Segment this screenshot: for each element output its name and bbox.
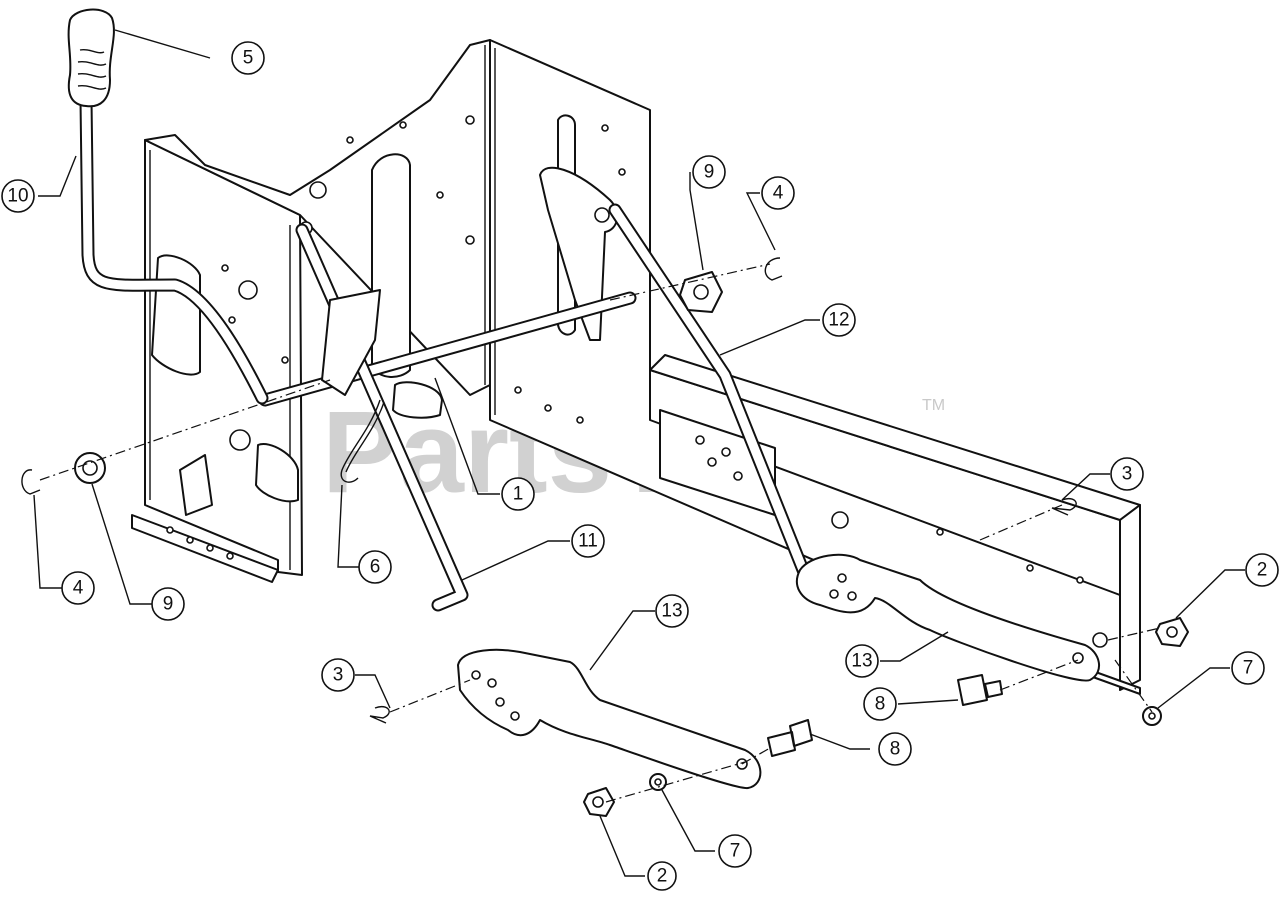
callout-7-right[interactable]: 7 (1231, 651, 1265, 685)
callout-9-lower[interactable]: 9 (151, 587, 185, 621)
svg-text:9: 9 (704, 162, 715, 183)
callout-12[interactable]: 12 (822, 303, 856, 337)
callout-6[interactable]: 6 (358, 550, 392, 584)
right-frame-rail (649, 354, 1141, 695)
svg-text:6: 6 (370, 557, 381, 578)
svg-text:8: 8 (875, 694, 886, 715)
assembly-lines (39, 263, 1161, 803)
callout-1[interactable]: 1 (501, 477, 535, 511)
lever-handle-grip (67, 8, 115, 108)
leaders (33, 29, 1245, 877)
svg-text:4: 4 (773, 183, 784, 204)
svg-text:9: 9 (163, 594, 174, 615)
e-clip-upper (764, 257, 783, 281)
shoulder-bolt-lower (767, 719, 813, 757)
svg-text:3: 3 (333, 665, 344, 686)
callout-2-lower[interactable]: 2 (647, 861, 677, 891)
svg-text:7: 7 (730, 841, 741, 862)
callout-4-lower[interactable]: 4 (61, 571, 95, 605)
svg-text:11: 11 (578, 531, 598, 552)
svg-text:13: 13 (661, 601, 682, 622)
callout-8-upper[interactable]: 8 (863, 687, 897, 721)
callouts: 5 10 9 4 12 1 3 11 6 4 9 13 2 7 13 8 3 8… (1, 41, 1279, 891)
svg-text:4: 4 (73, 578, 84, 599)
svg-text:12: 12 (828, 310, 849, 331)
callout-13-upper[interactable]: 13 (655, 594, 689, 628)
shaft-bracket (321, 289, 443, 419)
callout-5[interactable]: 5 (231, 41, 265, 75)
lift-link-installed (795, 553, 1100, 682)
callout-4-upper[interactable]: 4 (761, 176, 795, 210)
lift-lever (79, 93, 269, 405)
callout-3-upper[interactable]: 3 (1110, 457, 1144, 491)
svg-text:7: 7 (1243, 658, 1254, 679)
callout-3-lower[interactable]: 3 (321, 658, 355, 692)
hairpin-clip-lower (369, 706, 390, 724)
svg-text:5: 5 (243, 48, 254, 69)
callout-11[interactable]: 11 (571, 524, 605, 558)
svg-text:3: 3 (1122, 464, 1133, 485)
svg-text:13: 13 (851, 651, 872, 672)
callout-10[interactable]: 10 (1, 179, 35, 213)
svg-text:2: 2 (657, 866, 668, 887)
watermark-trademark: TM (922, 397, 945, 414)
e-clip-lower (21, 469, 41, 495)
callout-8-lower[interactable]: 8 (878, 732, 912, 766)
svg-text:8: 8 (890, 739, 901, 760)
shoulder-bolt-upper (957, 674, 1003, 706)
callout-13-lower[interactable]: 13 (845, 644, 879, 678)
callout-9-upper[interactable]: 9 (692, 155, 726, 189)
svg-text:1: 1 (513, 484, 524, 505)
lift-link-plate (539, 166, 812, 582)
callout-2-right[interactable]: 2 (1245, 553, 1279, 587)
svg-text:2: 2 (1257, 560, 1268, 581)
lift-link-exploded (457, 648, 762, 790)
svg-text:10: 10 (7, 186, 28, 207)
left-frame-plate (131, 139, 303, 583)
spring (340, 399, 385, 483)
callout-7-lower[interactable]: 7 (718, 834, 752, 868)
hairpin-clip-upper (1051, 498, 1077, 516)
